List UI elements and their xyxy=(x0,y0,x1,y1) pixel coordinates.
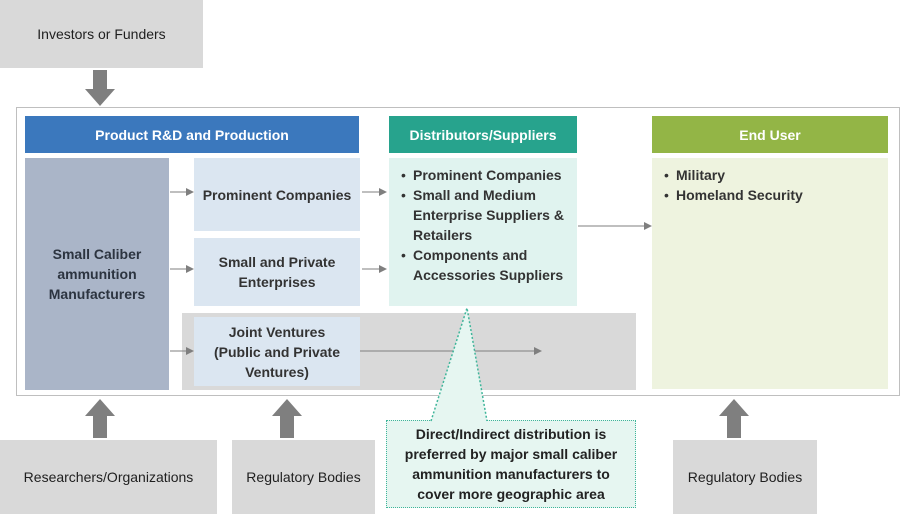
researchers-label: Researchers/Organizations xyxy=(23,469,194,485)
investors-label: Investors or Funders xyxy=(37,26,166,42)
joint-ventures-box: Joint Ventures (Public and Private Ventu… xyxy=(194,317,360,386)
rnd-header-label: Product R&D and Production xyxy=(95,126,289,143)
regulatory-bodies-label-2: Regulatory Bodies xyxy=(687,469,803,485)
regulatory-bodies-label-1: Regulatory Bodies xyxy=(246,469,361,485)
investors-box: Investors or Funders xyxy=(0,0,203,68)
small-private-box: Small and Private Enterprises xyxy=(194,238,360,306)
regulatory-up-arrow-1 xyxy=(272,399,302,438)
distributors-header-label: Distributors/Suppliers xyxy=(409,126,557,143)
small-private-label: Small and Private Enterprises xyxy=(218,254,336,290)
regulatory-bodies-box-1: Regulatory Bodies xyxy=(232,440,375,514)
regulatory-up-arrow-2 xyxy=(719,399,749,438)
prominent-companies-box: Prominent Companies xyxy=(194,158,360,231)
end-user-item: Military xyxy=(662,165,878,185)
end-user-item: Homeland Security xyxy=(662,185,878,205)
rnd-header: Product R&D and Production xyxy=(25,116,359,153)
distributors-list: Prominent Companies Small and Medium Ent… xyxy=(399,165,567,285)
end-user-list: Military Homeland Security xyxy=(662,165,878,205)
researchers-box: Researchers/Organizations xyxy=(0,440,217,514)
distributor-item: Components and Accessories Suppliers xyxy=(399,245,567,285)
callout-pointer xyxy=(430,307,488,422)
manufacturers-label: Small Caliber ammunition Manufacturers xyxy=(48,246,146,302)
investors-down-arrow xyxy=(85,70,115,106)
joint-ventures-label: Joint Ventures (Public and Private Ventu… xyxy=(213,323,341,380)
distributor-item: Small and Medium Enterprise Suppliers & … xyxy=(399,185,567,245)
end-user-box: Military Homeland Security xyxy=(652,158,888,389)
distributors-box: Prominent Companies Small and Medium Ent… xyxy=(389,158,577,306)
manufacturers-box: Small Caliber ammunition Manufacturers xyxy=(25,158,169,390)
distributors-header: Distributors/Suppliers xyxy=(389,116,577,153)
end-user-header-label: End User xyxy=(739,126,801,143)
prominent-companies-label: Prominent Companies xyxy=(202,186,352,203)
end-user-header: End User xyxy=(652,116,888,153)
regulatory-bodies-box-2: Regulatory Bodies xyxy=(673,440,817,514)
distributor-item: Prominent Companies xyxy=(399,165,567,185)
distribution-callout: Direct/Indirect distribution is preferre… xyxy=(386,420,636,508)
researchers-up-arrow xyxy=(85,399,115,438)
callout-text: Direct/Indirect distribution is preferre… xyxy=(404,426,618,502)
